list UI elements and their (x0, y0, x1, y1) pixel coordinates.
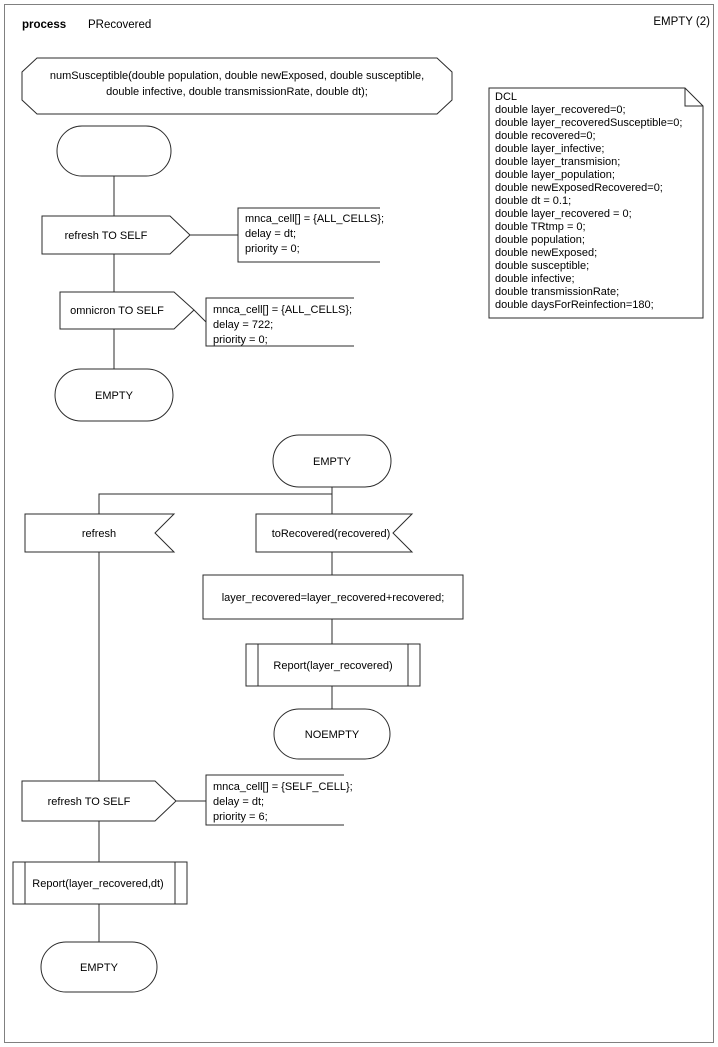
dcl-line-6: double newExposedRecovered=0; (495, 182, 663, 194)
procedure-call-report-dt: Report(layer_recovered,dt) (12, 861, 188, 905)
dcl-line-10: double population; (495, 234, 585, 246)
output-refresh-to-self-top-label: refresh TO SELF (65, 230, 148, 242)
comment-refresh-bottom-line3: priority = 6; (213, 811, 268, 823)
procedure-declaration-line1: numSusceptible(double population, double… (50, 70, 424, 82)
output-refresh-to-self-bottom-label: refresh TO SELF (48, 796, 131, 808)
input-to-recovered-label: toRecovered(recovered) (272, 528, 391, 540)
task-layer-recovered: layer_recovered=layer_recovered+recovere… (202, 574, 464, 620)
dcl-line-13: double infective; (495, 273, 575, 285)
state-empty-bottom-label: EMPTY (80, 962, 119, 974)
dcl-line-5: double layer_population; (495, 169, 615, 181)
output-omnicron-to-self-label: omnicron TO SELF (70, 305, 164, 317)
process-name: PRecovered (88, 19, 151, 31)
comment-omnicron-line2: delay = 722; (213, 319, 273, 331)
state-empty-upper-label: EMPTY (95, 390, 134, 402)
comment-omnicron-line3: priority = 0; (213, 334, 268, 346)
procedure-declaration-line2: double infective, double transmissionRat… (106, 86, 368, 98)
state-noempty: NOEMPTY (273, 708, 391, 760)
output-refresh-to-self-top: refresh TO SELF (41, 215, 191, 255)
dcl-line-12: double susceptible; (495, 260, 589, 272)
comment-refresh-top: mnca_cell[] = {ALL_CELLS}; delay = dt; p… (237, 207, 384, 263)
state-empty-mid: EMPTY (272, 434, 392, 488)
procedure-call-report-dt-label: Report(layer_recovered,dt) (32, 878, 163, 890)
dcl-line-0: double layer_recovered=0; (495, 104, 626, 116)
dcl-line-9: double TRtmp = 0; (495, 221, 586, 233)
comment-omnicron-line1: mnca_cell[] = {ALL_CELLS}; (213, 304, 352, 316)
dcl-line-4: double layer_transmision; (495, 156, 620, 168)
comment-omnicron: mnca_cell[] = {ALL_CELLS}; delay = 722; … (205, 297, 354, 347)
comment-refresh-bottom-line1: mnca_cell[] = {SELF_CELL}; (213, 781, 353, 793)
dcl-line-15: double daysForReinfection=180; (495, 299, 654, 311)
input-refresh: refresh (24, 513, 176, 553)
state-start (56, 125, 172, 177)
process-keyword: process (22, 19, 66, 31)
dcl-line-11: double newExposed; (495, 247, 597, 259)
output-omnicron-to-self: omnicron TO SELF (59, 291, 195, 330)
procedure-call-report: Report(layer_recovered) (245, 643, 421, 687)
connector-empty-mid-to-refresh (98, 493, 332, 514)
state-empty-mid-label: EMPTY (313, 456, 352, 468)
dcl-line-7: double dt = 0.1; (495, 195, 571, 207)
comment-refresh-top-line1: mnca_cell[] = {ALL_CELLS}; (245, 213, 384, 225)
dcl-box: DCL double layer_recovered=0; double lay… (488, 87, 704, 319)
state-empty-bottom: EMPTY (40, 941, 158, 993)
comment-refresh-bottom: mnca_cell[] = {SELF_CELL}; delay = dt; p… (205, 774, 353, 826)
dcl-title: DCL (495, 91, 517, 103)
state-noempty-label: NOEMPTY (305, 729, 360, 741)
task-layer-recovered-label: layer_recovered=layer_recovered+recovere… (222, 592, 445, 604)
output-refresh-to-self-bottom: refresh TO SELF (21, 780, 177, 822)
comment-refresh-top-line3: priority = 0; (245, 243, 300, 255)
input-refresh-label: refresh (82, 528, 116, 540)
state-empty-upper: EMPTY (54, 368, 174, 422)
comment-refresh-bottom-line2: delay = dt; (213, 796, 264, 808)
dcl-line-8: double layer_recovered = 0; (495, 208, 632, 220)
dcl-line-14: double transmissionRate; (495, 286, 619, 298)
dcl-line-2: double recovered=0; (495, 130, 596, 142)
comment-refresh-top-line2: delay = dt; (245, 228, 296, 240)
dcl-line-1: double layer_recoveredSusceptible=0; (495, 117, 682, 129)
dcl-line-3: double layer_infective; (495, 143, 604, 155)
page-corner-label: EMPTY (2) (653, 16, 710, 28)
connector-omnicron-to-comment (193, 309, 207, 323)
procedure-call-report-label: Report(layer_recovered) (273, 660, 392, 672)
input-to-recovered: toRecovered(recovered) (255, 513, 414, 553)
procedure-declaration-box: numSusceptible(double population, double… (21, 57, 453, 115)
